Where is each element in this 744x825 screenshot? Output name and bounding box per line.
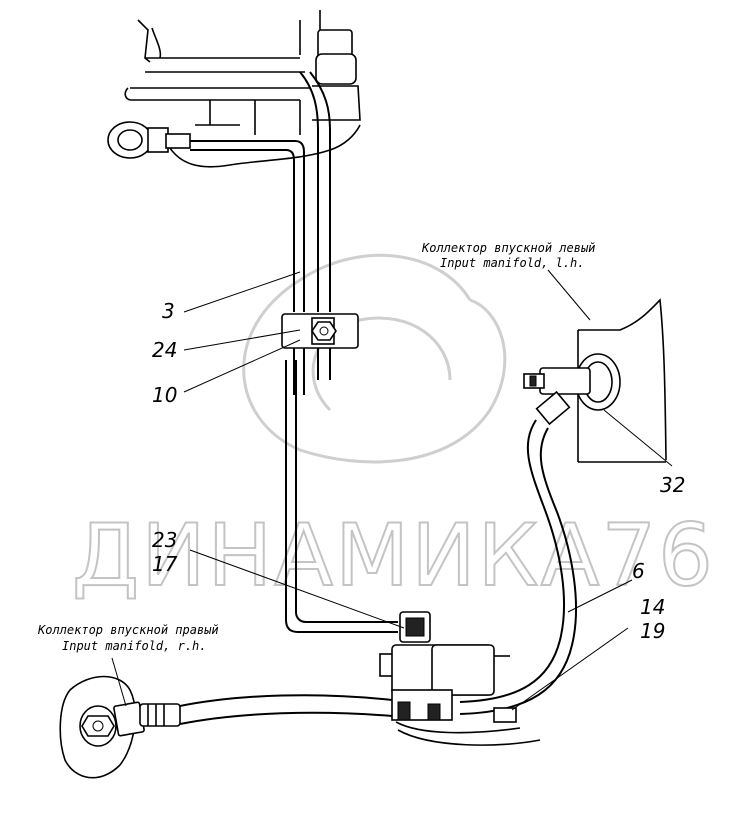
watermark-logo: [242, 253, 507, 464]
note-left-manifold-ru: Коллектор впускной левый: [421, 241, 595, 255]
callout-10: 10: [152, 383, 177, 407]
callout-32: 32: [660, 473, 685, 497]
callout-19: 19: [640, 619, 665, 643]
valve-assembly: [379, 611, 541, 746]
hose-6: [459, 419, 577, 715]
callout-14: 14: [640, 595, 665, 619]
sensor-32: [523, 353, 621, 426]
note-right-manifold-en: Input manifold, r.h.: [62, 639, 207, 653]
callout-24: 24: [152, 338, 177, 362]
left-manifold-panel: [577, 298, 667, 463]
note-left-manifold-en: Input manifold, l.h.: [440, 256, 585, 270]
top-left-fitting: [107, 121, 191, 159]
upper-engine-block: [124, 10, 361, 168]
right-manifold-fitting: [59, 675, 181, 779]
hose-right: [179, 694, 393, 725]
callout-6: 6: [632, 559, 645, 583]
pipe-3: [190, 71, 398, 633]
callout-23: 23: [152, 528, 177, 552]
note-right-manifold-ru: Коллектор впускной правый: [37, 623, 219, 637]
watermark-text: ДИНАМИКА76: [72, 506, 715, 606]
callout-17: 17: [152, 552, 178, 576]
callout-3: 3: [162, 299, 175, 323]
clamp-10: [281, 313, 359, 349]
leader-lines: [111, 269, 673, 711]
